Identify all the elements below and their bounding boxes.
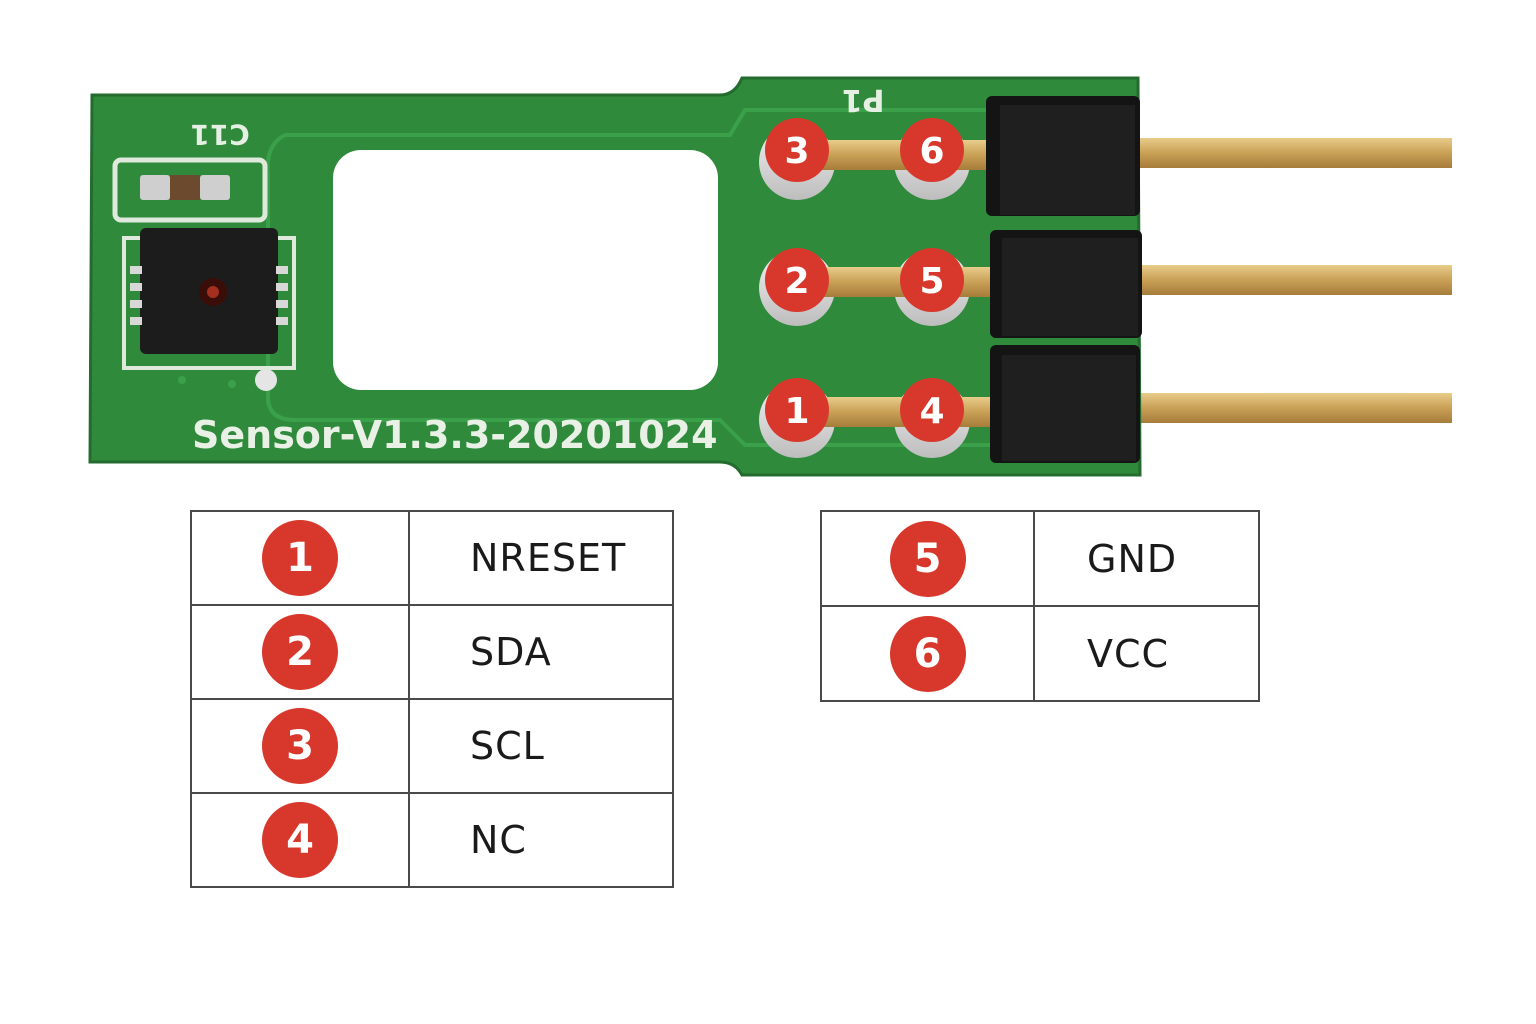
- sensor-chip: [122, 228, 296, 391]
- pcb-cutout: [333, 150, 718, 390]
- capacitor-c11: C11: [112, 118, 268, 223]
- signal-name: NRESET: [408, 510, 674, 606]
- pin-marker-label: 5: [919, 261, 944, 302]
- cap-label: C11: [190, 118, 250, 151]
- pin-number-badge: 1: [262, 520, 338, 596]
- pin-marker-circle: [900, 118, 964, 182]
- pin-marker-circle: [765, 378, 829, 442]
- pin-marker-label: 3: [784, 131, 809, 172]
- pin-table-right: 5 GND 6 VCC: [820, 510, 1260, 702]
- signal-name: NC: [408, 792, 674, 888]
- pin-table-left: 1 NRESET 2 SDA 3 SCL 4 NC: [190, 510, 674, 888]
- table-row: 6 VCC: [820, 605, 1260, 702]
- signal-name: VCC: [1033, 605, 1260, 702]
- pin-marker-6: 6: [900, 118, 964, 182]
- pin-markers: 3 6 2 5 1 4: [765, 118, 964, 442]
- pin-marker-label: 2: [784, 261, 809, 302]
- table-row: 1 NRESET: [190, 510, 674, 606]
- pin-marker-2: 2: [765, 248, 829, 312]
- table-row: 4 NC: [190, 792, 674, 888]
- pin-marker-label: 4: [919, 391, 944, 432]
- pin-marker-5: 5: [900, 248, 964, 312]
- table-row: 2 SDA: [190, 604, 674, 700]
- pcb-trace: [285, 108, 1000, 137]
- table-row: 3 SCL: [190, 698, 674, 794]
- pin-marker-1: 1: [765, 378, 829, 442]
- header-housing: [986, 96, 1142, 463]
- pin-marker-3: 3: [765, 118, 829, 182]
- header-pins: [1100, 138, 1452, 423]
- pin-marker-circle: [765, 118, 829, 182]
- pin-marker-circle: [765, 248, 829, 312]
- pin-marker-label: 6: [919, 131, 944, 172]
- signal-name: GND: [1033, 510, 1260, 607]
- header-label: P1: [842, 82, 885, 117]
- pin-marker-circle: [900, 248, 964, 312]
- pin-number-badge: 6: [889, 615, 966, 692]
- pin-marker-circle: [900, 378, 964, 442]
- pin-marker-label: 1: [784, 391, 809, 432]
- silkscreen-label: Sensor-V1.3.3-20201024: [192, 413, 718, 457]
- signal-name: SDA: [408, 604, 674, 700]
- pin-number-badge: 3: [262, 708, 338, 784]
- pin-number-badge: 2: [262, 614, 338, 690]
- pin-marker-4: 4: [900, 378, 964, 442]
- pin-number-badge: 4: [262, 802, 338, 878]
- table-row: 5 GND: [820, 510, 1260, 607]
- signal-name: SCL: [408, 698, 674, 794]
- pin-number-badge: 5: [889, 520, 966, 597]
- sensor-board: C11 P1 Sensor-V1.3.3-20201024: [88, 76, 1452, 477]
